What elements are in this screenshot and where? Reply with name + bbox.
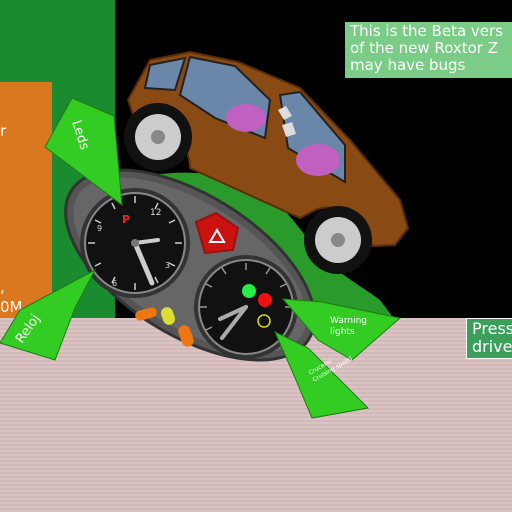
clock-hub	[131, 239, 139, 247]
seat-front	[226, 104, 266, 132]
press-to-drive-prompt[interactable]: Press drive	[466, 318, 512, 359]
car	[124, 50, 410, 274]
hazard-triangle-icon	[208, 228, 226, 243]
clock-gauge: 12 9 3 6 P	[80, 188, 190, 298]
side-panel-line-2: ,	[0, 278, 5, 296]
callout-reloj: Reloj	[0, 268, 97, 361]
parking-led-icon: P	[122, 213, 130, 226]
wheel-front	[124, 103, 192, 171]
warning-light-red	[258, 293, 272, 307]
callout-leds: Leds	[44, 97, 123, 207]
speed-gauge	[194, 255, 298, 359]
hazard-button[interactable]	[194, 211, 240, 255]
press-to-drive-text: Press drive	[472, 319, 512, 356]
ground	[0, 318, 512, 512]
callout-cruise: Crucero/ Cruising speed	[273, 330, 370, 419]
cruise-indicator-ring	[257, 314, 271, 328]
warning-light-green	[242, 284, 256, 298]
seat-rear	[296, 144, 340, 176]
side-panel-line-1: r	[0, 122, 7, 140]
car-window-front	[143, 56, 187, 92]
indicator-button-yellow[interactable]	[159, 305, 176, 326]
indicator-button-orange-1[interactable]	[134, 306, 158, 321]
clock-label-9: 9	[97, 224, 102, 233]
callout-warning-label-1: Warning lights	[330, 316, 370, 337]
callout-warning-lights: Warning lights	[281, 298, 402, 361]
clock-label-12: 12	[150, 208, 161, 218]
clock-hour-hand	[132, 240, 155, 286]
indicator-button-orange-2[interactable]	[177, 324, 196, 349]
wheel-rear	[304, 206, 372, 274]
side-panel-line-3: 0M	[0, 298, 23, 316]
clock-label-3: 3	[165, 261, 170, 270]
beta-notice: This is the Beta vers of the new Roxtor …	[345, 22, 512, 78]
beta-notice-text: This is the Beta vers of the new Roxtor …	[350, 22, 504, 74]
speed-needle-2	[218, 305, 248, 321]
speed-needle-1	[220, 305, 248, 340]
clock-label-6: 6	[112, 279, 117, 288]
suspension-spring	[278, 106, 296, 137]
side-info-panel: r , 0M	[0, 82, 52, 318]
